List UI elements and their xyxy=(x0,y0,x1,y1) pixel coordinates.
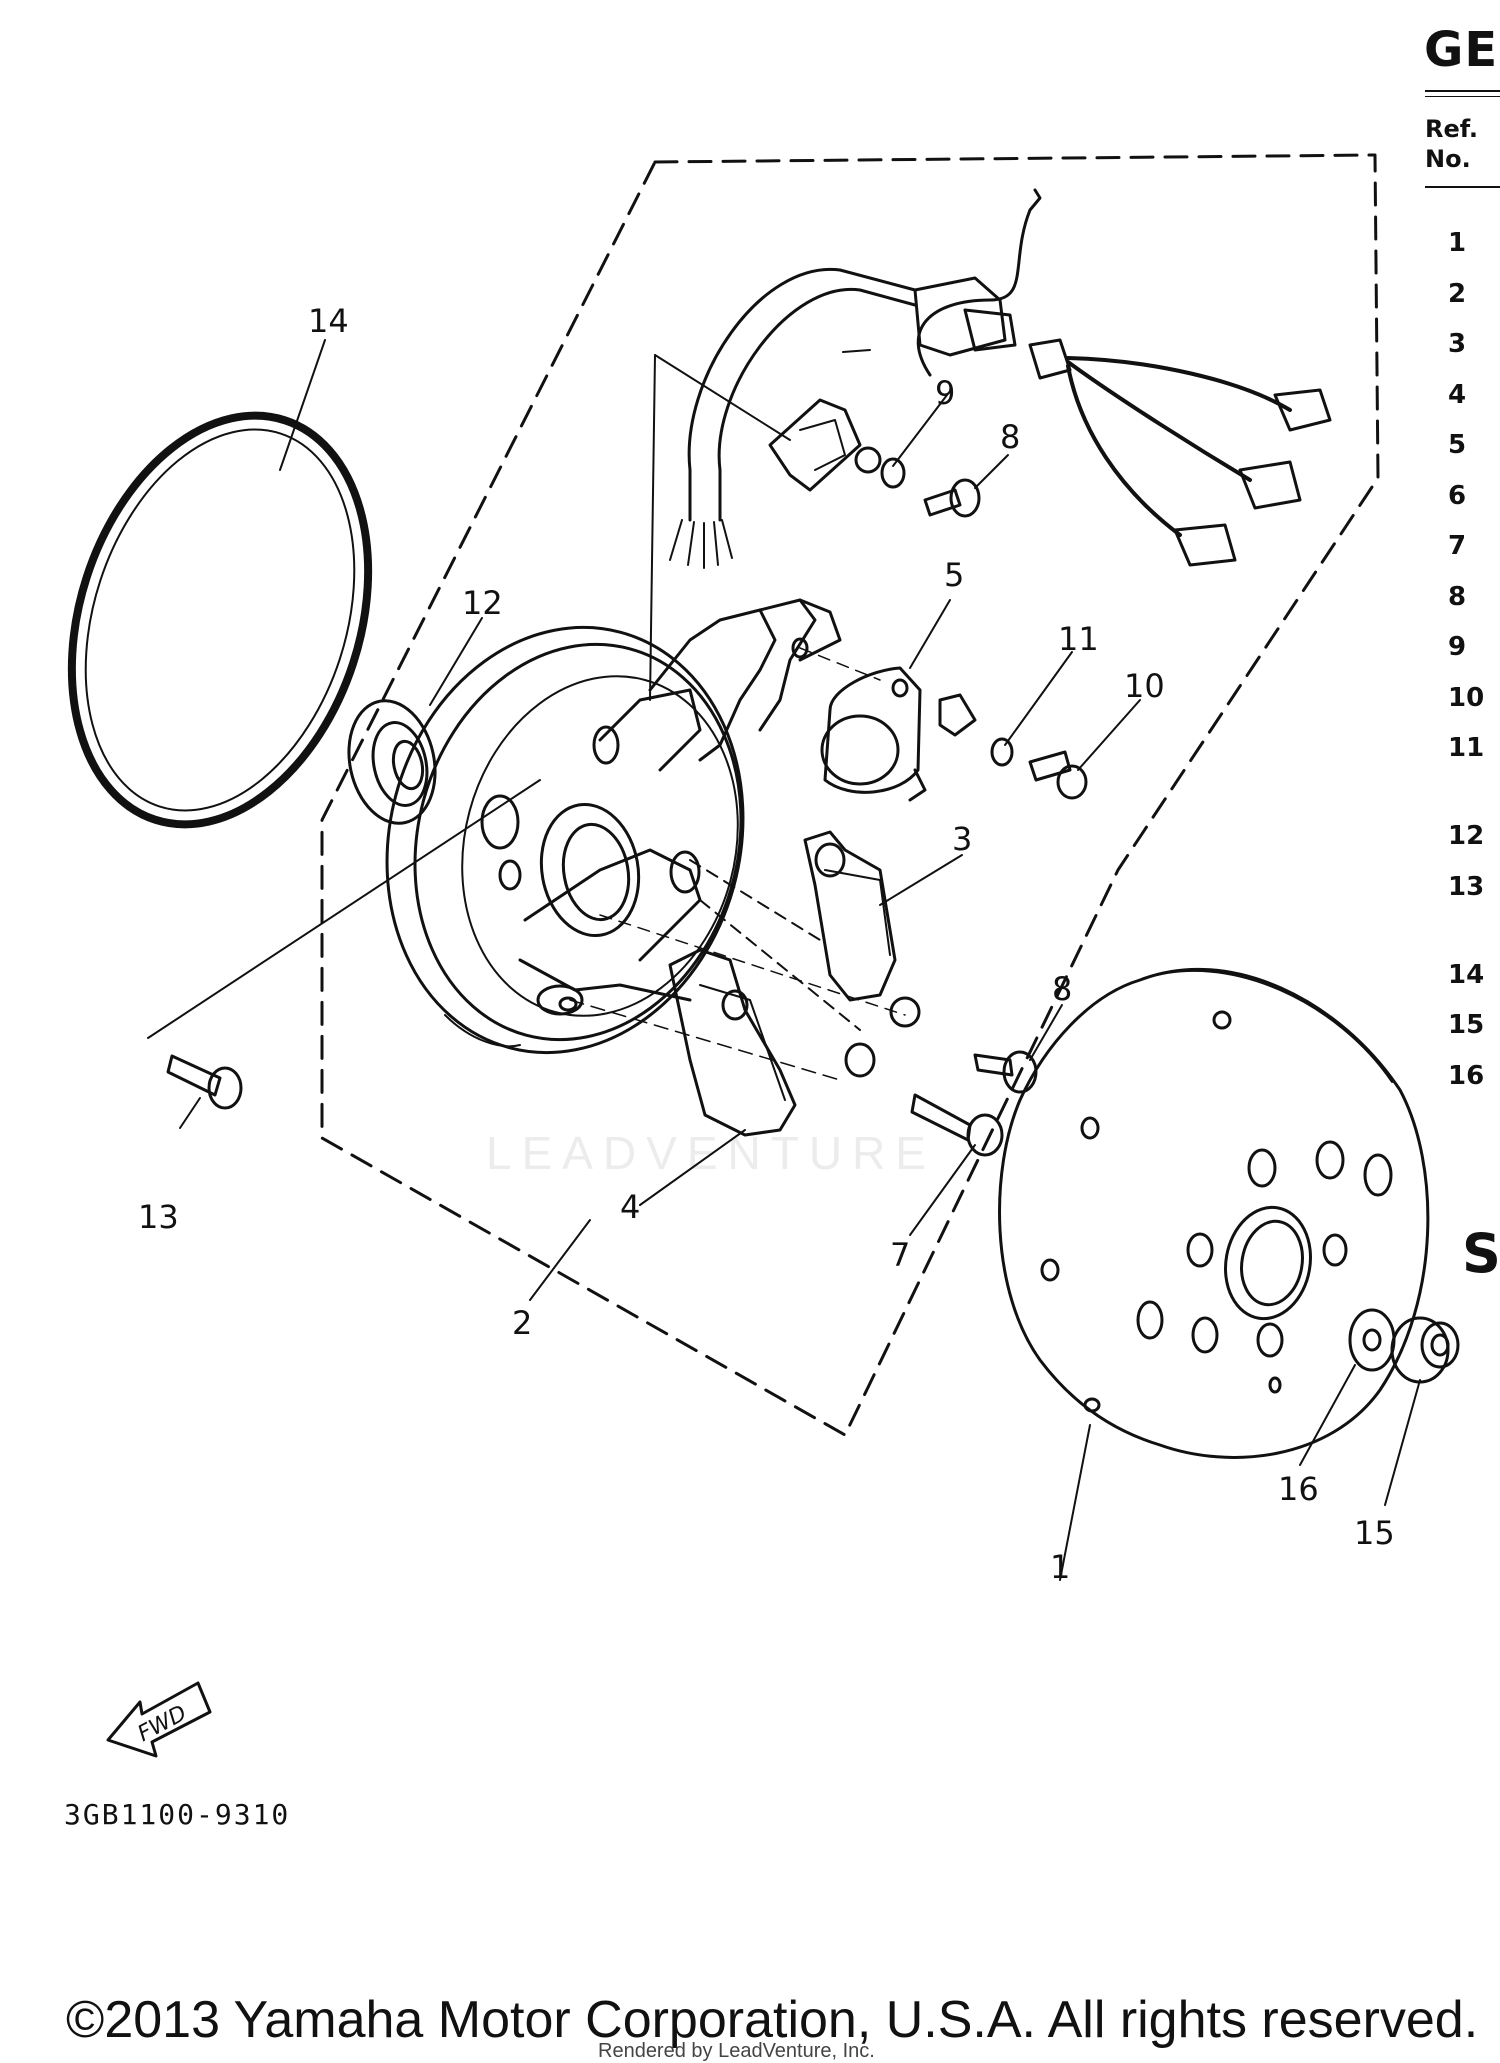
ref-number: 6 xyxy=(1448,480,1467,511)
screw-13 xyxy=(166,1054,243,1110)
oil-seal-part xyxy=(347,699,437,825)
callout-9: 9 xyxy=(935,374,955,412)
stator-plate-part xyxy=(385,625,745,1055)
ref-number: 5 xyxy=(1448,430,1467,460)
diagram-part-code: 3GB1100-9310 xyxy=(64,1798,291,1831)
fwd-arrow-icon: FWD xyxy=(106,1681,212,1758)
ref-number: 11 xyxy=(1448,733,1485,763)
washer-16 xyxy=(1348,1308,1396,1372)
callout-5: 5 xyxy=(944,556,964,594)
callout-11: 11 xyxy=(1058,620,1099,658)
ref-number: 15 xyxy=(1448,1010,1485,1040)
ref-number: 8 xyxy=(1448,581,1467,612)
wire-harness xyxy=(669,188,1332,569)
heading-rule-bottom xyxy=(1425,96,1500,97)
callout-3: 3 xyxy=(952,820,972,858)
ref-number: 13 xyxy=(1448,871,1485,902)
screw-7 xyxy=(910,1093,1004,1157)
callout-15: 15 xyxy=(1354,1514,1395,1552)
ref-number: 12 xyxy=(1448,821,1485,851)
pulser-coil-5 xyxy=(820,666,927,802)
ref-number: 1 xyxy=(1448,228,1467,258)
callout-14: 14 xyxy=(308,302,349,340)
ref-number: 3 xyxy=(1448,329,1467,359)
section-heading-fragment: GE xyxy=(1424,22,1499,78)
pickup-bracket xyxy=(648,598,842,762)
lighting-coil-4 xyxy=(668,948,876,1137)
charge-coil-3 xyxy=(803,830,921,1028)
column-header-ref: Ref. xyxy=(1425,115,1479,143)
o-ring-part xyxy=(67,411,373,829)
section-letter-fragment: S xyxy=(1462,1222,1500,1285)
render-credit: Rendered by LeadVenture, Inc. xyxy=(598,2040,875,2062)
callout-1: 1 xyxy=(1050,1548,1070,1586)
ref-number: 4 xyxy=(1448,379,1467,410)
ref-number: 14 xyxy=(1448,959,1485,990)
callout-13: 13 xyxy=(138,1198,179,1236)
ref-number: 9 xyxy=(1448,632,1467,662)
assembly-boundary xyxy=(320,153,1380,1437)
watermark: LEADVENTURE xyxy=(486,1127,936,1179)
callout-7: 7 xyxy=(890,1236,910,1274)
clip-and-screw xyxy=(938,693,1088,800)
ref-number: 16 xyxy=(1448,1060,1485,1091)
column-header-no: No. xyxy=(1425,145,1471,173)
wire-clamp xyxy=(768,398,882,492)
callout-12: 12 xyxy=(462,584,503,622)
column-header-rule xyxy=(1425,186,1500,188)
callout-2: 2 xyxy=(512,1304,532,1342)
washer-9 xyxy=(880,457,906,489)
ref-number: 2 xyxy=(1448,278,1467,309)
callout-labels: 1 2 3 4 5 6 7 8 8 9 10 11 12 13 14 15 16 xyxy=(138,302,1395,1586)
flywheel-rotor-1 xyxy=(998,967,1430,1459)
ref-number: 7 xyxy=(1448,531,1467,561)
callout-4: 4 xyxy=(620,1188,640,1226)
ref-number: 10 xyxy=(1448,682,1485,713)
screw-8-top xyxy=(923,478,981,518)
heading-rule-top xyxy=(1425,90,1500,92)
leader-lines xyxy=(147,339,1421,1581)
callout-8-top: 8 xyxy=(1000,418,1020,456)
ref-number-list: 1 2 3 4 5 6 7 8 9 10 11 12 13 14 15 16 xyxy=(1448,228,1484,1111)
callout-10: 10 xyxy=(1124,667,1165,705)
copyright-notice: ©2013 Yamaha Motor Corporation, U.S.A. A… xyxy=(66,1991,1479,2049)
callout-8-lower: 8 xyxy=(1052,970,1072,1008)
callout-16: 16 xyxy=(1278,1470,1319,1508)
